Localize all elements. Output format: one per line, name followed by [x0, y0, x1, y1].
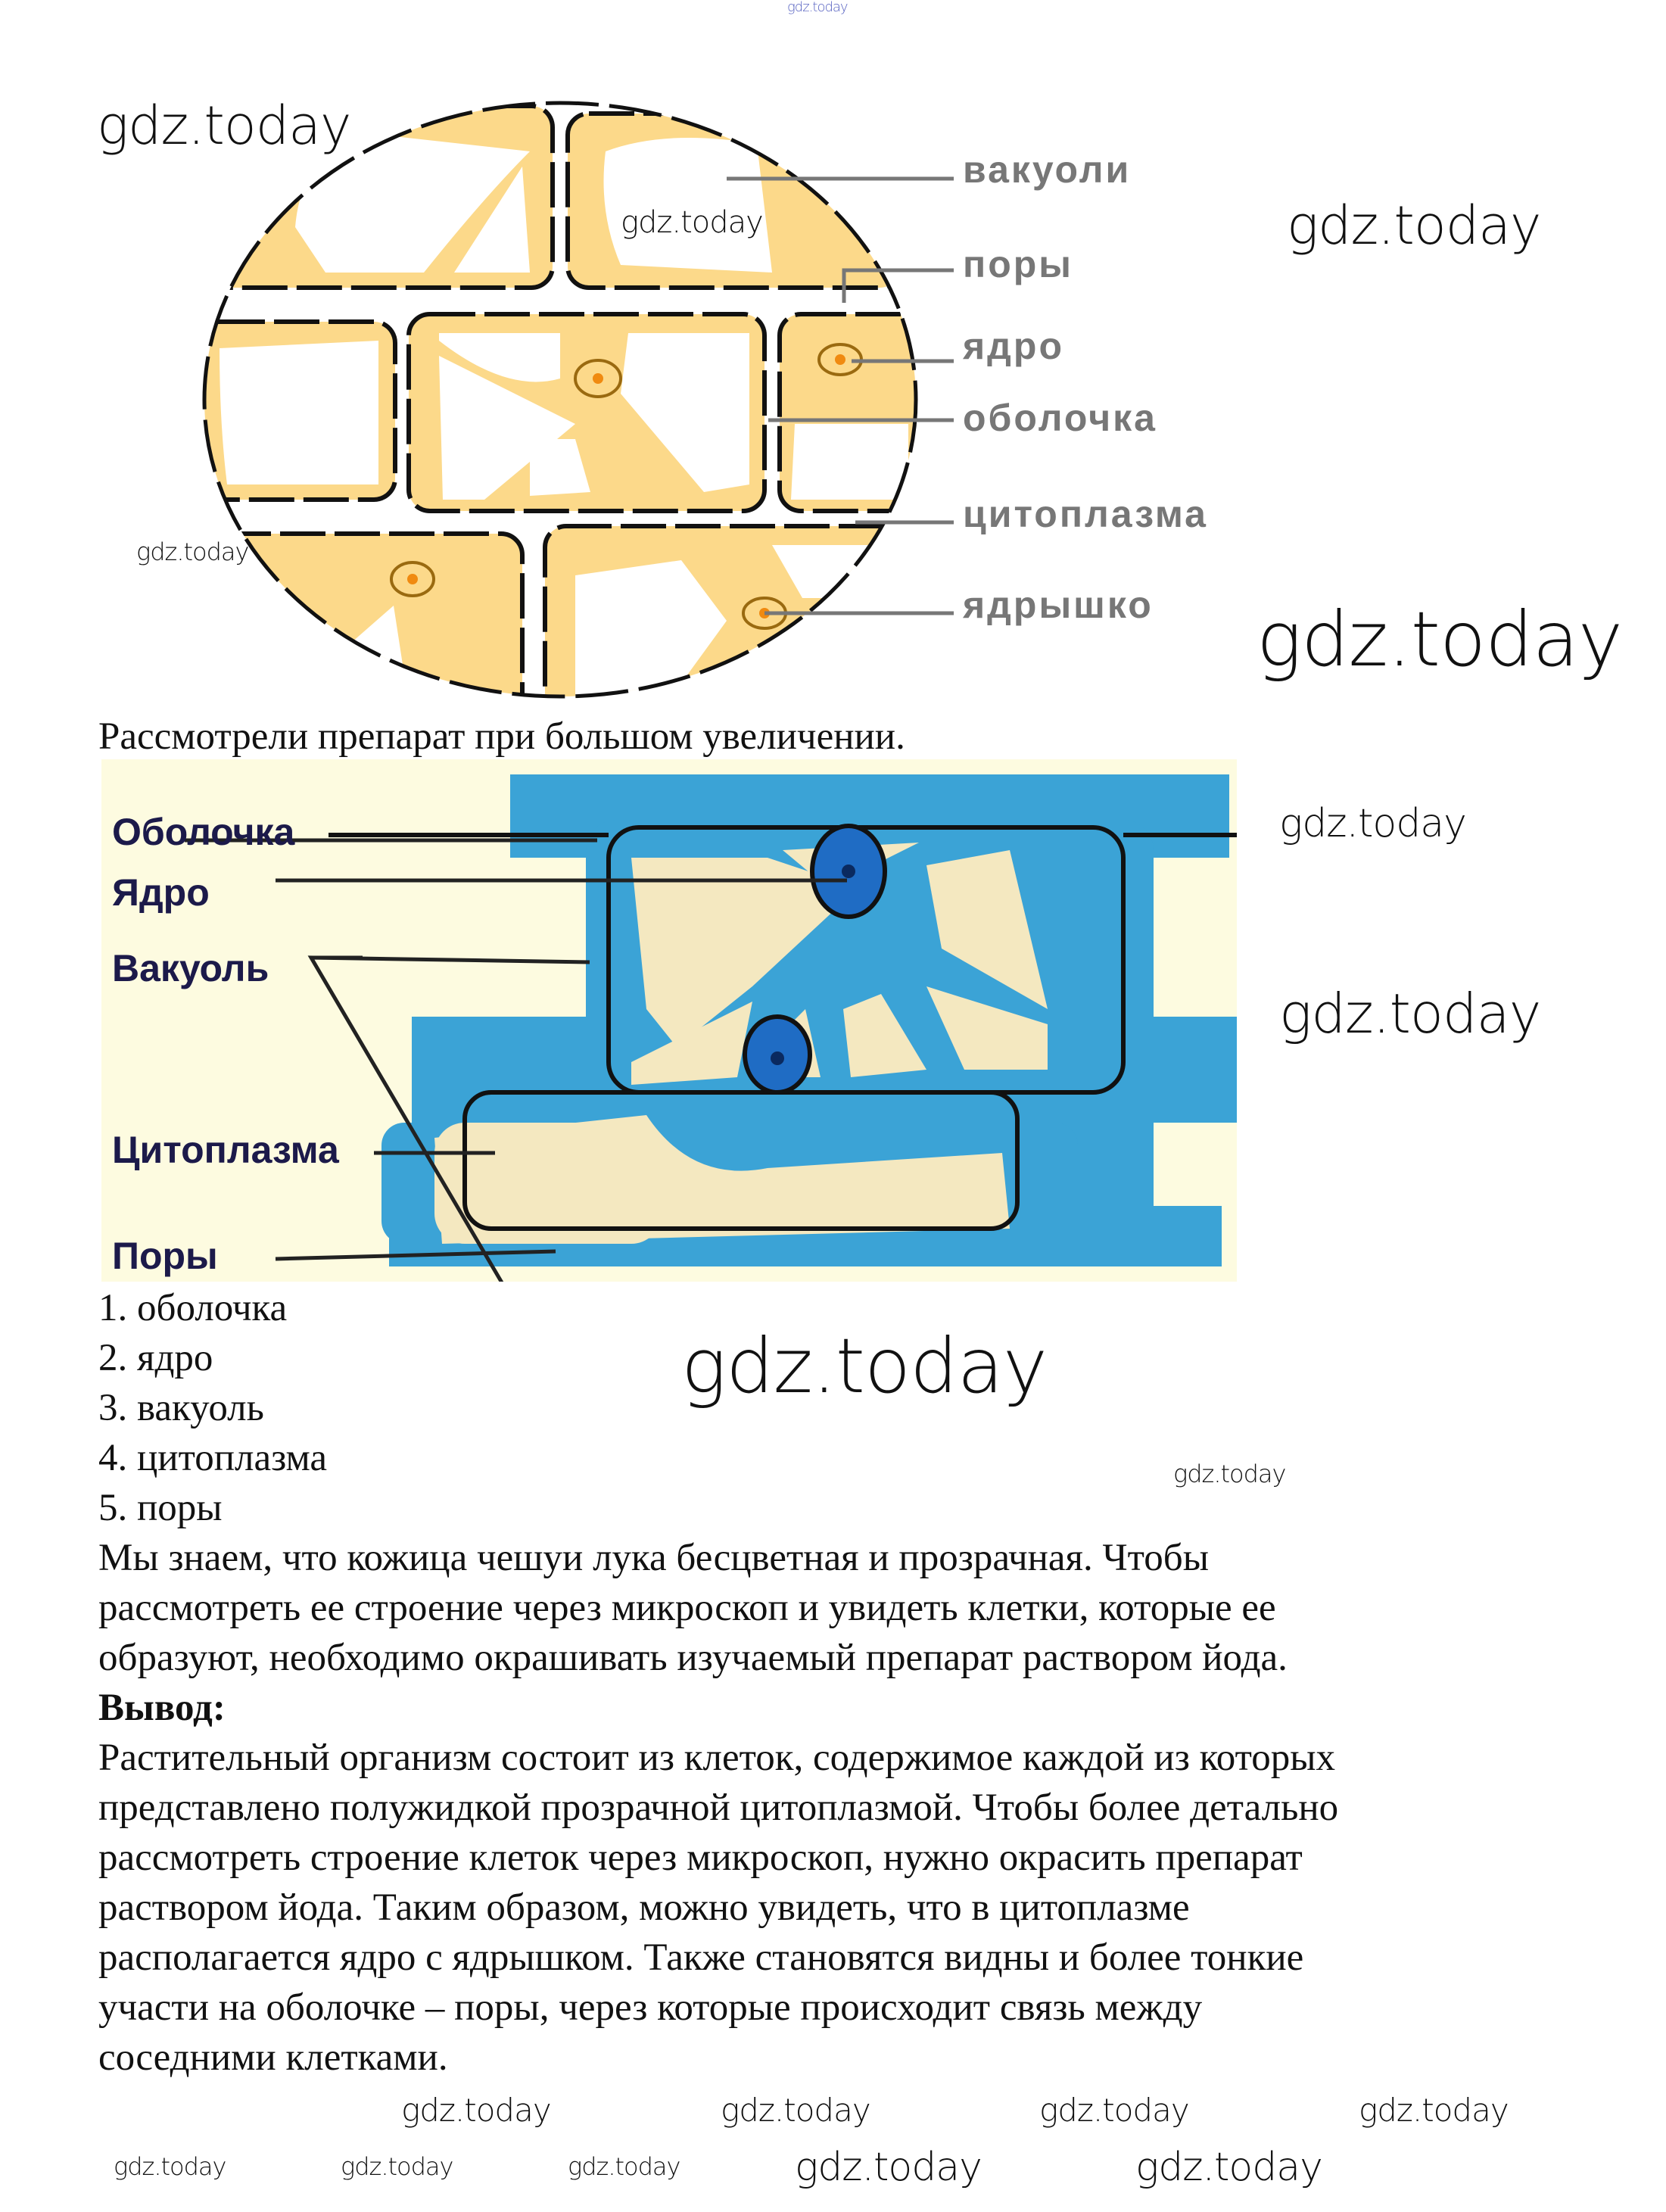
- watermark: gdz.today: [795, 2145, 982, 2190]
- conclusion-line: участи на оболочке – поры, через которые…: [98, 1986, 1203, 2029]
- watermark: gdz.today: [136, 537, 249, 566]
- label-vacuoles: вакуоли: [963, 148, 1132, 191]
- conclusion-line: рассмотреть строение клеток через микрос…: [98, 1837, 1303, 1879]
- label-cell-wall-2: Оболочка: [112, 811, 295, 853]
- watermark: gdz.today: [1173, 1460, 1286, 1488]
- label-pores: поры: [963, 243, 1073, 285]
- list-item: 1. оболочка: [98, 1287, 288, 1329]
- label-cytoplasm-2: Цитоплазма: [112, 1129, 339, 1171]
- list-item: 4. цитоплазма: [98, 1437, 328, 1479]
- list-item: 3. вакуоль: [98, 1387, 264, 1429]
- watermark: gdz.today: [341, 2152, 453, 2181]
- paragraph-line: образуют, необходимо окрашивать изучаемы…: [98, 1637, 1288, 1679]
- conclusion-line: представлено полужидкой прозрачной цитоп…: [98, 1787, 1339, 1829]
- label-pores-2: Поры: [112, 1235, 218, 1277]
- paragraph-line: рассмотреть ее строение через микроскоп …: [98, 1587, 1276, 1629]
- watermark: gdz.today: [1359, 2092, 1509, 2129]
- watermark: gdz.today: [568, 2152, 680, 2181]
- watermark: gdz.today: [1039, 2092, 1190, 2129]
- list-item: 2. ядро: [98, 1337, 213, 1379]
- label-nucleus-2: Ядро: [112, 871, 210, 914]
- conclusion-heading: Вывод:: [98, 1687, 226, 1729]
- caption-high-magnification: Рассмотрели препарат при большом увеличе…: [98, 715, 905, 758]
- watermark: gdz.today: [621, 205, 764, 240]
- label-cytoplasm: цитоплазма: [963, 493, 1208, 535]
- watermark: gdz.today: [1287, 195, 1541, 257]
- conclusion-line: соседними клетками.: [98, 2036, 448, 2079]
- watermark: gdz.today: [1279, 982, 1541, 1045]
- list-item: 5. поры: [98, 1487, 223, 1529]
- watermark: gdz.today: [401, 2092, 552, 2129]
- watermark: gdz.today: [114, 2152, 226, 2181]
- watermark: gdz.today: [97, 95, 351, 157]
- watermark: gdz.today: [721, 2092, 871, 2129]
- label-nucleus: ядро: [963, 325, 1064, 367]
- watermark: gdz.today: [1257, 595, 1623, 684]
- label-vacuole-2: Вакуоль: [112, 947, 269, 989]
- conclusion-line: располагается ядро с ядрышком. Также ста…: [98, 1936, 1304, 1979]
- onion-cells-high-magnification-diagram: [101, 759, 1237, 1282]
- label-nucleolus: ядрышко: [963, 584, 1154, 626]
- conclusion-line: раствором йода. Таким образом, можно уви…: [98, 1886, 1190, 1929]
- watermark: gdz.today: [681, 1322, 1048, 1410]
- watermark: gdz.today: [1279, 801, 1467, 846]
- conclusion-line: Растительный организм состоит из клеток,…: [98, 1737, 1335, 1779]
- onion-cells-low-magnification-diagram: [202, 101, 954, 699]
- paragraph-line: Мы знаем, что кожица чешуи лука бесцветн…: [98, 1537, 1209, 1579]
- watermark: gdz.today: [787, 0, 849, 15]
- label-cell-wall: оболочка: [963, 397, 1157, 439]
- watermark: gdz.today: [1135, 2145, 1323, 2190]
